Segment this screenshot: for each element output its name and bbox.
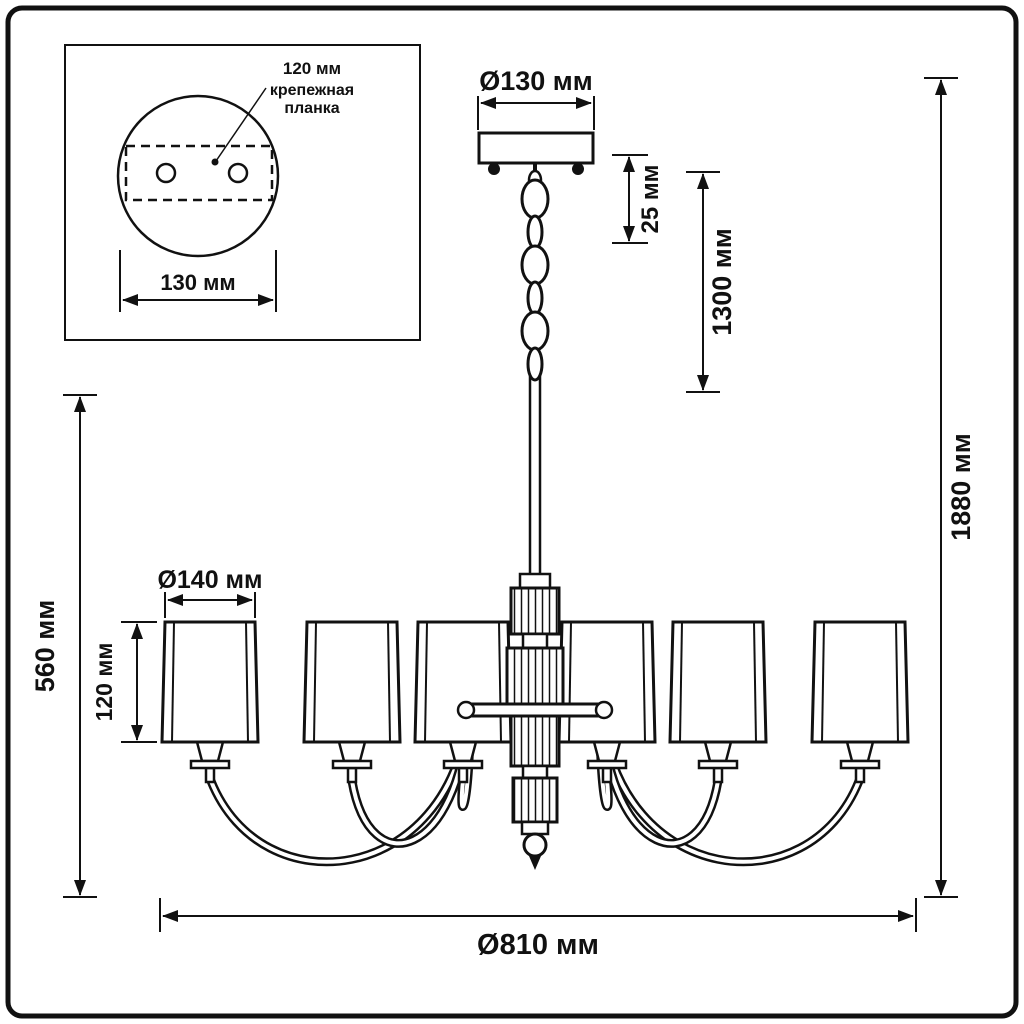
shade-1 bbox=[160, 620, 260, 744]
dimension-annotations: Ø130 мм 25 мм 1300 мм 1880 мм 560 мм bbox=[30, 66, 976, 961]
dim-total-height: 1880 мм bbox=[924, 77, 976, 898]
shade-3 bbox=[413, 620, 513, 744]
finial-tip bbox=[529, 856, 541, 870]
total-height-label: 1880 мм bbox=[946, 433, 976, 541]
holder-2 bbox=[331, 740, 373, 784]
central-column bbox=[505, 374, 565, 870]
chain-length-label: 1300 мм bbox=[707, 228, 737, 336]
inset-hole-spacing-label: 120 мм bbox=[283, 59, 341, 78]
dim-body-height: 560 мм bbox=[30, 394, 97, 898]
canopy-drop-label: 25 мм bbox=[637, 165, 664, 234]
shade-2 bbox=[302, 620, 402, 744]
inset-bracket-label-line1: крепежная bbox=[270, 82, 354, 99]
mount-hole-right bbox=[227, 162, 249, 184]
holder-6 bbox=[839, 740, 881, 784]
inset-bracket-label-line2: планка bbox=[284, 100, 339, 117]
hub-bar bbox=[464, 702, 606, 718]
canopy-foot-left bbox=[488, 163, 500, 175]
hub-ring-left bbox=[456, 700, 476, 720]
dim-shade-height: 120 мм bbox=[91, 621, 157, 743]
holder-4 bbox=[586, 740, 628, 784]
body-height-label: 560 мм bbox=[30, 600, 60, 693]
stem-rod bbox=[528, 374, 542, 578]
page-border bbox=[5, 5, 1019, 1019]
dim-canopy-drop: 25 мм bbox=[612, 154, 664, 244]
ceiling-cup-circle bbox=[116, 94, 280, 258]
holder-3 bbox=[442, 740, 484, 784]
shade-5 bbox=[668, 620, 768, 744]
dim-chain-length: 1300 мм bbox=[686, 171, 737, 393]
overall-diameter-label: Ø810 мм bbox=[477, 929, 599, 961]
holder-5 bbox=[697, 740, 739, 784]
chain bbox=[520, 178, 550, 382]
mount-hole-left bbox=[155, 162, 177, 184]
finial-ball bbox=[522, 832, 548, 858]
mount-bracket-dashed bbox=[124, 144, 274, 202]
shade-6 bbox=[810, 620, 910, 744]
mount-plate-inset: 120 мм крепежная планка 130 мм bbox=[64, 44, 421, 341]
shade-height-label: 120 мм bbox=[91, 643, 117, 722]
ribbed-drum-3 bbox=[509, 714, 561, 768]
shade-diameter-label: Ø140 мм bbox=[157, 566, 262, 594]
arm-hub bbox=[456, 700, 614, 720]
ribbed-drum-4 bbox=[511, 776, 559, 824]
chandelier-drawing bbox=[160, 131, 910, 870]
dim-plate-width: 130 мм bbox=[119, 250, 277, 312]
canopy-foot-right bbox=[572, 163, 584, 175]
suspension bbox=[477, 131, 595, 382]
holder-1 bbox=[189, 740, 231, 784]
dim-overall-diameter: Ø810 мм bbox=[159, 898, 917, 961]
dim-shade-diameter: Ø140 мм bbox=[157, 566, 263, 618]
ribbed-drum-1 bbox=[509, 586, 561, 636]
inset-frame bbox=[64, 44, 421, 341]
canopy-diameter-label: Ø130 мм bbox=[479, 66, 593, 96]
shade-4 bbox=[557, 620, 657, 744]
ceiling-canopy bbox=[477, 131, 595, 165]
plate-width-label: 130 мм bbox=[160, 270, 235, 295]
candle-holders bbox=[189, 740, 881, 784]
leader-line bbox=[215, 87, 267, 162]
ribbed-drum-2 bbox=[505, 646, 565, 706]
hub-ring-right bbox=[594, 700, 614, 720]
dim-canopy-diameter: Ø130 мм bbox=[477, 66, 595, 130]
